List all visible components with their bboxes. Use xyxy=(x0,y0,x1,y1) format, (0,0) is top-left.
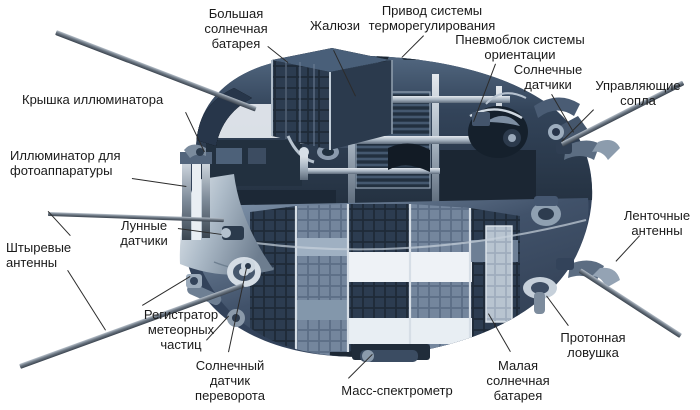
label-rod-antennas: Штыревые антенны xyxy=(6,240,72,270)
ribbon-antenna-lower-right xyxy=(578,268,683,338)
leader-photo-porthole xyxy=(131,178,186,187)
leader-proton-trap xyxy=(546,295,569,326)
leader-thermal-drive xyxy=(401,35,424,58)
label-porthole-cover: Крышка иллюминатора xyxy=(22,92,164,107)
label-solar-sensors: Солнечные датчики xyxy=(513,62,583,92)
leader-pneumo-block xyxy=(473,63,496,122)
leader-mass-spectrometer xyxy=(348,354,373,379)
label-proton-trap: Протонная ловушка xyxy=(560,330,626,360)
leader-lunar-sensors xyxy=(177,228,222,235)
label-flip-solar-sensor: Солнечный датчик переворота xyxy=(195,358,265,403)
leader-ribbon-antennas xyxy=(615,235,640,262)
label-ribbon-antennas: Ленточные антенны xyxy=(623,208,691,238)
label-mass-spectrometer: Масс-спектрометр xyxy=(341,383,453,398)
label-meteor-recorder: Регистратор метеорных частиц xyxy=(143,307,219,352)
leader-rod-antennas-2 xyxy=(67,270,106,331)
label-big-solar-battery: Большая солнечная батарея xyxy=(204,6,268,51)
leader-flip-solar-sensor xyxy=(228,268,247,353)
leader-meteor-recorder xyxy=(142,276,191,306)
label-blinds: Жалюзи xyxy=(310,18,360,33)
label-photo-porthole: Иллюминатор для фотоаппаратуры xyxy=(10,148,121,178)
leader-porthole-cover xyxy=(185,112,205,153)
label-control-nozzles: Управляющие сопла xyxy=(595,78,681,108)
label-pneumo-block: Пневмоблок системы ориентации xyxy=(455,32,585,62)
label-lunar-sensors: Лунные датчики xyxy=(120,218,168,248)
label-small-solar-battery: Малая солнечная батарея xyxy=(486,358,550,403)
leader-blinds xyxy=(333,50,356,97)
label-thermal-drive: Привод системы терморегулирования xyxy=(368,3,496,33)
leader-small-solar-battery xyxy=(488,313,511,352)
leader-solar-sensors xyxy=(551,94,574,133)
